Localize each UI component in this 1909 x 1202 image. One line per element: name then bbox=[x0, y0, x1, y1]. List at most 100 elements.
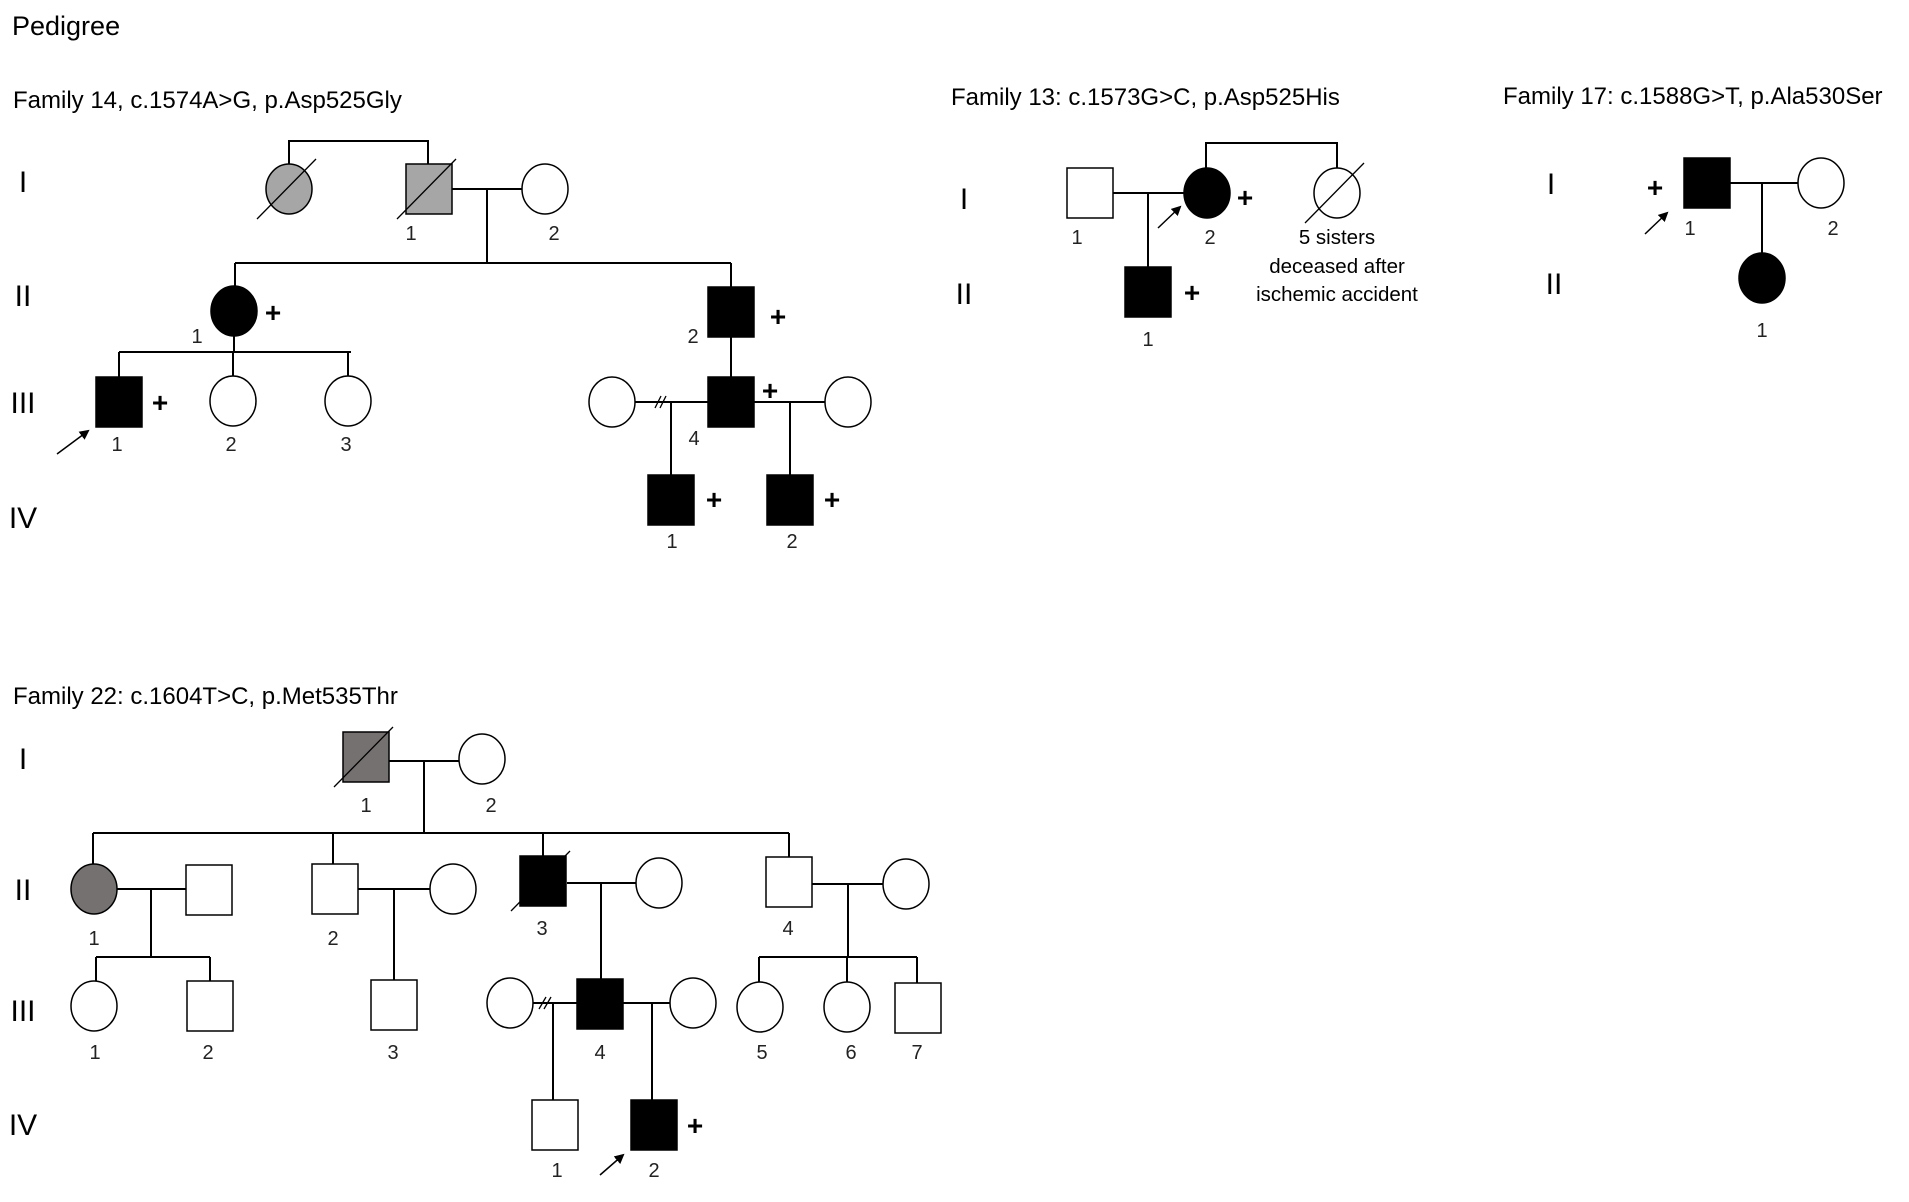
individual-f22-III-2[interactable]: 2 bbox=[186, 980, 234, 1064]
f13-sisters-note-line-3: ischemic accident bbox=[1256, 283, 1418, 306]
individual-f13-I-1[interactable]: 1 bbox=[1066, 167, 1114, 249]
individual-f13-II-1[interactable]: 1+ bbox=[1124, 266, 1200, 351]
individual-f22-III-1[interactable]: 1 bbox=[70, 980, 118, 1064]
individual-f14-I-1[interactable]: 1 bbox=[396, 158, 457, 245]
relationship-line bbox=[288, 140, 429, 164]
individual-f22-II-3[interactable]: 3 bbox=[510, 850, 571, 940]
individual-f14-III-4-spouse1[interactable] bbox=[588, 376, 636, 428]
individual-f22-III-3[interactable]: 3 bbox=[370, 979, 418, 1064]
male-square-icon bbox=[1683, 157, 1731, 209]
individual-number-label: 1 bbox=[551, 1160, 562, 1182]
individual-number-label: 4 bbox=[688, 428, 699, 450]
individual-f22-II-1-spouse[interactable] bbox=[185, 864, 233, 916]
male-square-icon bbox=[370, 979, 418, 1031]
deceased-slash-icon bbox=[256, 158, 317, 220]
female-circle-icon bbox=[882, 858, 930, 910]
individual-f22-IV-2[interactable]: 2+ bbox=[599, 1099, 703, 1182]
individual-number-label: 1 bbox=[89, 1042, 100, 1064]
individual-f17-I-2[interactable]: 2 bbox=[1797, 157, 1845, 240]
female-circle-icon bbox=[209, 375, 257, 427]
individual-number-label: 1 bbox=[666, 531, 677, 553]
carrier-plus-icon: + bbox=[770, 301, 786, 332]
individual-f22-III-4[interactable]: 4 bbox=[576, 978, 624, 1064]
individual-number-label: 5 bbox=[756, 1042, 767, 1064]
individual-f22-III-4-spouse1[interactable] bbox=[486, 977, 534, 1029]
individual-f22-I-2[interactable]: 2 bbox=[458, 733, 506, 817]
male-square-icon bbox=[519, 855, 567, 907]
individual-f22-III-4-spouse2[interactable] bbox=[669, 977, 717, 1029]
male-square-icon bbox=[576, 978, 624, 1030]
proband-arrow-icon bbox=[599, 1153, 625, 1176]
female-circle-icon bbox=[588, 376, 636, 428]
male-square-icon bbox=[1066, 167, 1114, 219]
f13-gen-label-II: II bbox=[956, 278, 973, 311]
male-square-icon bbox=[1124, 266, 1172, 318]
f14-gen-label-I: I bbox=[19, 166, 27, 199]
individual-number-label: 2 bbox=[687, 326, 698, 348]
female-circle-icon bbox=[521, 163, 569, 215]
carrier-plus-icon: + bbox=[1237, 182, 1253, 213]
individual-f14-II-2[interactable]: 2+ bbox=[687, 286, 786, 348]
individual-f14-III-4[interactable]: 4+ bbox=[688, 375, 778, 450]
individual-f14-III-4-spouse2[interactable] bbox=[824, 376, 872, 428]
male-square-icon bbox=[186, 980, 234, 1032]
male-square-icon bbox=[894, 982, 942, 1034]
individual-f22-II-4-spouse[interactable] bbox=[882, 858, 930, 910]
individual-f14-III-3[interactable]: 3 bbox=[324, 375, 372, 456]
deceased-slash-icon bbox=[1304, 162, 1365, 224]
individual-f14-IV-2[interactable]: 2+ bbox=[766, 474, 840, 553]
individual-f22-III-5[interactable]: 5 bbox=[736, 981, 784, 1064]
individual-f22-II-2-spouse[interactable] bbox=[429, 863, 477, 915]
individual-f14-I-2[interactable]: 2 bbox=[521, 163, 569, 245]
individual-f17-II-1[interactable]: 1 bbox=[1738, 252, 1786, 342]
male-square-icon bbox=[342, 731, 390, 783]
individual-f22-I-1[interactable]: 1 bbox=[333, 726, 394, 817]
individual-f22-III-7[interactable]: 7 bbox=[894, 982, 942, 1064]
separation-slash bbox=[538, 996, 547, 1010]
individual-f22-II-1[interactable]: 1 bbox=[70, 863, 118, 950]
individual-f13-I-sisters[interactable] bbox=[1304, 162, 1365, 224]
female-circle-icon bbox=[70, 980, 118, 1032]
individual-number-label: 1 bbox=[1684, 218, 1695, 240]
individual-number-label: 1 bbox=[191, 326, 202, 348]
individual-f14-III-1[interactable]: 1+ bbox=[56, 376, 168, 456]
proband-arrow-icon bbox=[1644, 211, 1669, 235]
carrier-plus-icon: + bbox=[1184, 277, 1200, 308]
individual-number-label: 2 bbox=[1827, 218, 1838, 240]
male-square-icon bbox=[531, 1099, 579, 1151]
individual-f14-III-2[interactable]: 2 bbox=[209, 375, 257, 456]
f22-gen-label-III: III bbox=[10, 995, 35, 1028]
family-17-title: Family 17: c.1588G>T, p.Ala530Ser bbox=[1503, 83, 1883, 110]
male-square-icon bbox=[185, 864, 233, 916]
individual-f17-I-1[interactable]: 1+ bbox=[1644, 157, 1731, 240]
individual-number-label: 2 bbox=[786, 531, 797, 553]
individual-f22-III-6[interactable]: 6 bbox=[823, 981, 871, 1064]
relationship-line bbox=[1205, 142, 1338, 168]
individual-f14-I-sib[interactable] bbox=[256, 158, 317, 220]
proband-arrow-icon bbox=[56, 429, 90, 455]
individual-f22-II-4[interactable]: 4 bbox=[765, 856, 813, 940]
individual-f22-II-3-spouse[interactable] bbox=[635, 857, 683, 909]
individual-f22-IV-1[interactable]: 1 bbox=[531, 1099, 579, 1182]
f13-sisters-note-line-2: deceased after bbox=[1269, 255, 1405, 278]
individual-f14-IV-1[interactable]: 1+ bbox=[647, 474, 722, 553]
male-square-icon bbox=[647, 474, 695, 526]
individual-f14-II-1[interactable]: 1+ bbox=[191, 285, 281, 348]
female-circle-icon bbox=[1738, 252, 1786, 304]
individual-f22-II-2[interactable]: 2 bbox=[311, 863, 359, 950]
individual-f13-I-2[interactable]: 2+ bbox=[1157, 167, 1253, 249]
f14-gen-label-IV: IV bbox=[9, 502, 37, 535]
individual-number-label: 2 bbox=[225, 434, 236, 456]
male-square-icon bbox=[95, 376, 143, 428]
individual-number-label: 1 bbox=[111, 434, 122, 456]
female-circle-icon bbox=[210, 285, 258, 337]
carrier-plus-icon: + bbox=[265, 297, 281, 328]
female-circle-icon bbox=[458, 733, 506, 785]
female-circle-icon bbox=[265, 163, 313, 215]
proband-arrow-icon bbox=[1157, 205, 1182, 229]
f14-gen-label-II: II bbox=[15, 280, 32, 313]
f17-gen-label-II: II bbox=[1546, 268, 1563, 301]
f22-gen-label-IV: IV bbox=[9, 1109, 37, 1142]
f17-gen-label-I: I bbox=[1547, 168, 1555, 201]
